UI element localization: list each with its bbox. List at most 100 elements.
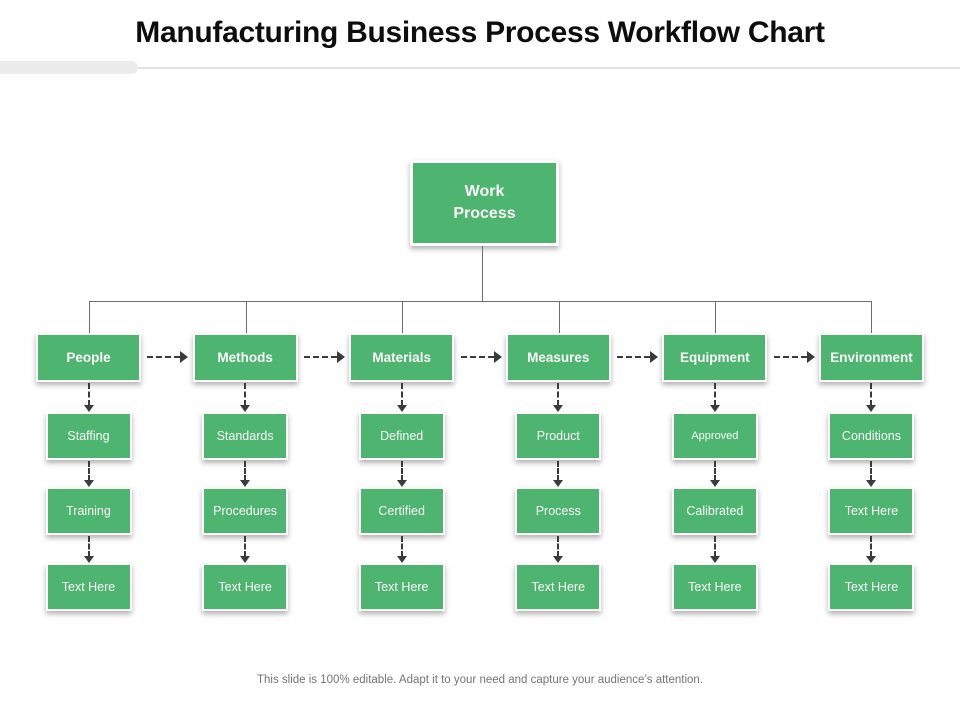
dashed-line — [87, 383, 90, 406]
columns-row: People Staffing Training Text Here Metho… — [36, 333, 924, 611]
arrowhead-down-icon — [553, 480, 564, 487]
dashed-line — [557, 461, 560, 481]
dashed-down-arrow — [865, 382, 877, 412]
dashed-line — [147, 356, 180, 358]
child-node: Product — [515, 412, 602, 460]
arrowhead-down-icon — [553, 556, 564, 563]
title-underline — [0, 67, 960, 69]
header-node: Equipment — [662, 333, 768, 382]
dashed-line — [461, 356, 494, 358]
child-node: Approved — [671, 412, 758, 460]
column-equipment: Equipment Approved Calibrated Text Here — [662, 333, 768, 611]
dashed-right-arrow — [304, 351, 345, 363]
dashed-down-arrow — [239, 382, 251, 412]
connector-drop-people — [89, 301, 90, 333]
header-node: Environment — [818, 333, 924, 382]
connector-drop-environment — [871, 301, 872, 333]
arrowhead-down-icon — [553, 405, 564, 412]
dashed-line — [774, 356, 807, 358]
dashed-line — [400, 536, 403, 557]
dashed-down-arrow — [709, 460, 721, 487]
dashed-down-arrow — [709, 535, 721, 563]
header-node: Methods — [192, 333, 298, 382]
arrowhead-down-icon — [240, 405, 251, 412]
dashed-down-arrow — [239, 460, 251, 487]
child-node: Text Here — [45, 563, 132, 611]
arrowhead-right-icon — [807, 351, 815, 363]
arrowhead-right-icon — [337, 351, 345, 363]
connector-drop-methods — [246, 301, 247, 333]
dashed-line — [617, 356, 650, 358]
dashed-down-arrow — [552, 382, 564, 412]
root-node-work-process: Work Process — [410, 160, 559, 246]
title-accent-bar — [0, 61, 138, 74]
dashed-line — [557, 383, 560, 406]
arrowhead-down-icon — [709, 556, 720, 563]
child-node: Text Here — [671, 563, 758, 611]
dashed-right-arrow — [147, 351, 188, 363]
dashed-down-arrow — [83, 535, 95, 563]
arrowhead-down-icon — [83, 556, 94, 563]
dashed-down-arrow — [396, 382, 408, 412]
child-node: Procedures — [202, 487, 289, 535]
connector-drop-measures — [559, 301, 560, 333]
dashed-line — [304, 356, 337, 358]
dashed-line — [713, 383, 716, 406]
header-node: People — [36, 333, 141, 382]
column-environment: Environment Conditions Text Here Text He… — [818, 333, 924, 611]
dashed-down-arrow — [83, 460, 95, 487]
dashed-right-arrow — [617, 351, 658, 363]
dashed-down-arrow — [552, 535, 564, 563]
header-node: Measures — [505, 333, 611, 382]
dashed-line — [244, 383, 247, 406]
arrowhead-down-icon — [396, 480, 407, 487]
dashed-line — [400, 461, 403, 481]
child-node: Text Here — [202, 563, 289, 611]
header-node: Materials — [349, 333, 455, 382]
column-people: People Staffing Training Text Here — [36, 333, 141, 611]
connector-stem — [482, 246, 483, 301]
arrowhead-down-icon — [866, 556, 877, 563]
arrowhead-right-icon — [494, 351, 502, 363]
arrowhead-down-icon — [83, 405, 94, 412]
dashed-right-arrow — [774, 351, 815, 363]
arrowhead-down-icon — [866, 480, 877, 487]
child-node: Text Here — [828, 487, 915, 535]
arrowhead-down-icon — [240, 556, 251, 563]
dashed-right-arrow — [461, 351, 502, 363]
column-materials: Materials Defined Certified Text Here — [349, 333, 455, 611]
dashed-line — [557, 536, 560, 557]
dashed-down-arrow — [865, 535, 877, 563]
child-node: Process — [515, 487, 602, 535]
connector-drop-equipment — [715, 301, 716, 333]
dashed-line — [870, 383, 873, 406]
arrowhead-right-icon — [650, 351, 658, 363]
dashed-line — [87, 461, 90, 481]
dashed-line — [713, 536, 716, 557]
dashed-line — [870, 461, 873, 481]
dashed-down-arrow — [239, 535, 251, 563]
footer-note: This slide is 100% editable. Adapt it to… — [256, 674, 704, 686]
dashed-down-arrow — [709, 382, 721, 412]
dashed-line — [870, 536, 873, 557]
child-node: Text Here — [828, 563, 915, 611]
child-node: Standards — [202, 412, 289, 460]
dashed-line — [87, 536, 90, 557]
arrowhead-down-icon — [709, 480, 720, 487]
child-node: Calibrated — [671, 487, 758, 535]
dashed-down-arrow — [396, 460, 408, 487]
page-title: Manufacturing Business Process Workflow … — [135, 16, 825, 49]
arrowhead-right-icon — [180, 351, 188, 363]
arrowhead-down-icon — [83, 480, 94, 487]
arrowhead-down-icon — [866, 405, 877, 412]
child-node: Conditions — [828, 412, 915, 460]
arrowhead-down-icon — [709, 405, 720, 412]
child-node: Staffing — [45, 412, 132, 460]
connector-drop-materials — [402, 301, 403, 333]
child-node: Text Here — [358, 563, 445, 611]
arrowhead-down-icon — [396, 405, 407, 412]
dashed-down-arrow — [552, 460, 564, 487]
dashed-line — [713, 461, 716, 481]
child-node: Defined — [358, 412, 445, 460]
